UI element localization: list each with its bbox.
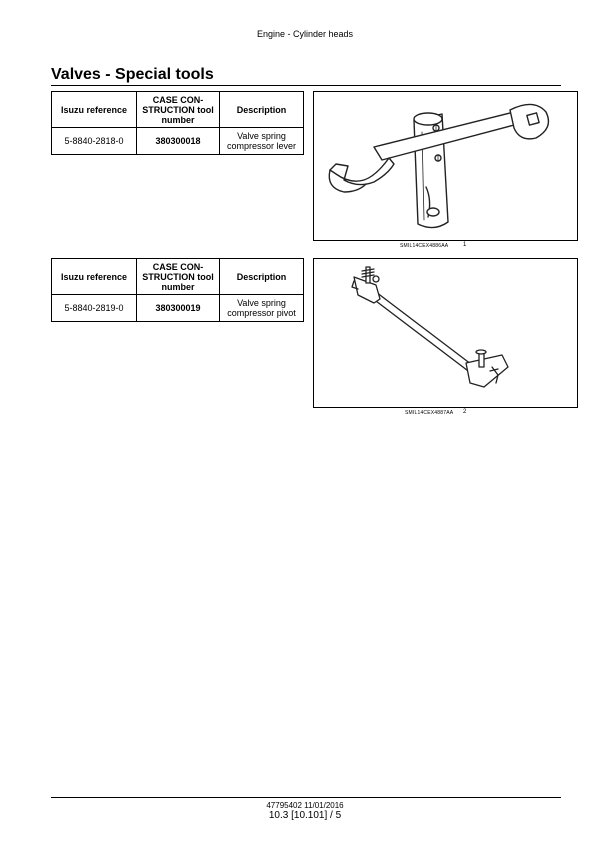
footer-page-number: 10.3 [10.101] / 5 (268, 810, 342, 821)
header-case-tool-number: CASE CON-STRUCTION tool number (136, 91, 220, 128)
isuzu-reference-cell: 5-8840-2819-0 (51, 294, 137, 322)
header-description: Description (219, 91, 304, 128)
header-case-tool-number: CASE CON-STRUCTION tool number (136, 258, 220, 295)
running-header: Engine - Cylinder heads (256, 29, 354, 39)
header-isuzu-reference: Isuzu reference (51, 258, 137, 295)
table-row: 5-8840-2819-0 380300019 Valve spring com… (51, 294, 304, 322)
tool-table-1: Isuzu reference CASE CON-STRUCTION tool … (51, 91, 304, 155)
header-description: Description (219, 258, 304, 295)
figure-1-number: 1 (463, 242, 467, 248)
case-tool-number-cell: 380300019 (136, 294, 220, 322)
figure-2-code: SMIL14CEX4887AA (405, 410, 454, 416)
valve-spring-compressor-pivot-illustration (351, 266, 509, 388)
footer-document-reference: 47795402 11/01/2016 (266, 801, 344, 810)
table-row: 5-8840-2818-0 380300018 Valve spring com… (51, 127, 304, 155)
figure-1-code: SMIL14CEX4886AA (400, 243, 449, 249)
table-header-row: Isuzu reference CASE CON-STRUCTION tool … (51, 258, 304, 295)
case-tool-number-cell: 380300018 (136, 127, 220, 155)
bottom-divider (51, 797, 561, 798)
header-isuzu-reference: Isuzu reference (51, 91, 137, 128)
isuzu-reference-cell: 5-8840-2818-0 (51, 127, 137, 155)
description-cell: Valve spring compressor lever (219, 127, 304, 155)
description-cell: Valve spring compressor pivot (219, 294, 304, 322)
valve-spring-compressor-lever-illustration (328, 103, 550, 229)
figure-2 (313, 258, 578, 408)
section-title: Valves - Special tools (51, 66, 214, 83)
figure-1 (313, 91, 578, 241)
tool-table-2: Isuzu reference CASE CON-STRUCTION tool … (51, 258, 304, 322)
figure-2-number: 2 (463, 409, 467, 415)
top-divider (51, 85, 561, 86)
table-header-row: Isuzu reference CASE CON-STRUCTION tool … (51, 91, 304, 128)
